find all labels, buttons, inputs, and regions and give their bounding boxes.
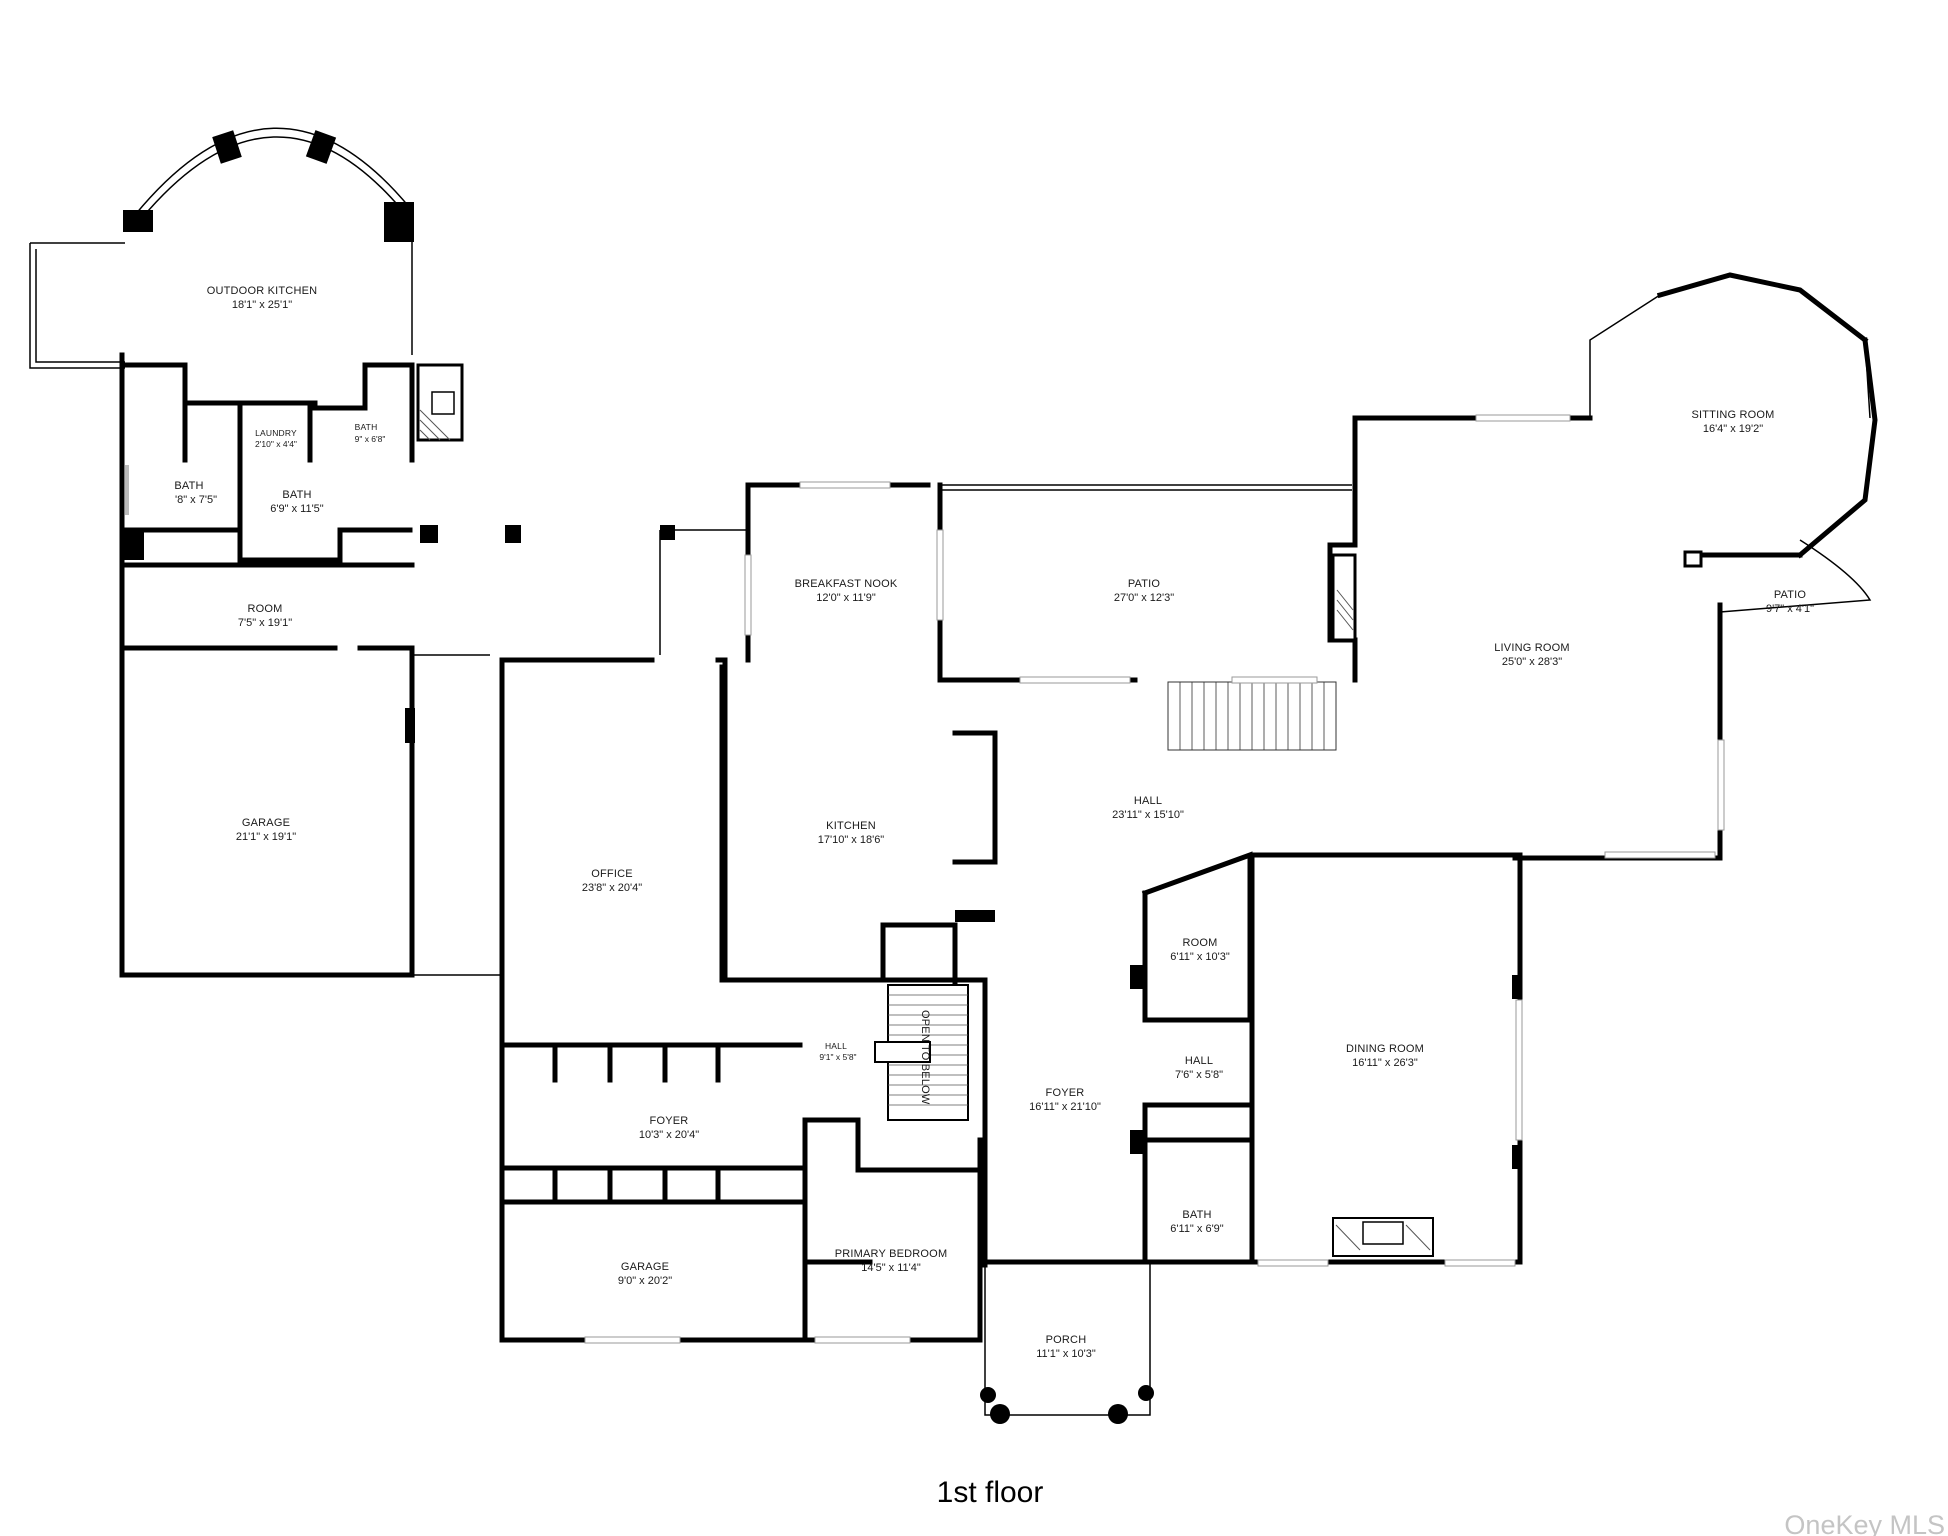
room-label-hall-main: HALL 23'11" x 15'10" [1112, 795, 1184, 821]
svg-text:17'10" x 18'6": 17'10" x 18'6" [818, 834, 885, 846]
room-label-office: OFFICE 23'8" x 20'4" [582, 868, 642, 894]
svg-text:OUTDOOR KITCHEN: OUTDOOR KITCHEN [207, 285, 318, 297]
left-wing-walls [119, 352, 521, 978]
room-label-hall-small: HALL 9'1" x 5'8" [819, 1041, 856, 1062]
room-label-foyer-main: FOYER 16'11" x 21'10" [1029, 1087, 1101, 1113]
svg-text:27'0" x 12'3": 27'0" x 12'3" [1114, 592, 1174, 604]
svg-text:FOYER: FOYER [650, 1115, 689, 1127]
room-label-bath-bottom: BATH 6'11" x 6'9" [1170, 1209, 1223, 1235]
room-label-garage-left: GARAGE 21'1" x 19'1" [236, 817, 296, 843]
room-label-kitchen: KITCHEN 17'10" x 18'6" [818, 820, 885, 846]
svg-text:16'4" x 19'2": 16'4" x 19'2" [1703, 423, 1763, 435]
room-label-room-top: ROOM 7'5" x 19'1" [238, 603, 292, 629]
room-label-patio-small: PATIO 9'7" x 4'1" [1766, 589, 1814, 615]
svg-text:9'1" x 5'8": 9'1" x 5'8" [819, 1052, 856, 1062]
svg-text:'8" x 7'5": '8" x 7'5" [175, 494, 217, 506]
svg-text:6'11" x 6'9": 6'11" x 6'9" [1170, 1223, 1223, 1235]
svg-text:HALL: HALL [1185, 1055, 1213, 1067]
svg-text:HALL: HALL [825, 1041, 847, 1051]
svg-text:BATH: BATH [174, 480, 203, 492]
svg-text:BATH: BATH [282, 489, 311, 501]
room-label-bath-top: BATH 9" x 6'8" [355, 422, 386, 444]
svg-text:ROOM: ROOM [1182, 937, 1217, 949]
svg-text:23'8" x 20'4": 23'8" x 20'4" [582, 882, 642, 894]
windows [584, 414, 1725, 1344]
room-label-hall-mid: HALL 7'6" x 5'8" [1175, 1055, 1223, 1081]
room-label-sitting-room: SITTING ROOM 16'4" x 19'2" [1691, 409, 1774, 435]
svg-text:7'5" x 19'1": 7'5" x 19'1" [238, 617, 292, 629]
svg-text:SITTING ROOM: SITTING ROOM [1691, 409, 1774, 421]
svg-text:23'11" x 15'10": 23'11" x 15'10" [1112, 809, 1184, 821]
room-label-bath-left: BATH '8" x 7'5" [174, 480, 217, 506]
svg-text:11'1" x 10'3": 11'1" x 10'3" [1036, 1348, 1096, 1360]
room-label-breakfast-nook: BREAKFAST NOOK 12'0" x 11'9" [795, 578, 898, 604]
room-label-garage-bottom: GARAGE 9'0" x 20'2" [618, 1261, 672, 1287]
svg-text:LIVING ROOM: LIVING ROOM [1494, 642, 1570, 654]
svg-text:25'0" x 28'3": 25'0" x 28'3" [1502, 656, 1562, 668]
stair-label: OPEN TO BELOW [919, 1010, 931, 1105]
svg-text:9" x 6'8": 9" x 6'8" [355, 434, 386, 444]
svg-text:DINING ROOM: DINING ROOM [1346, 1043, 1424, 1055]
room-label-primary-bedroom: PRIMARY BEDROOM 14'5" x 11'4" [835, 1248, 948, 1274]
svg-text:KITCHEN: KITCHEN [826, 820, 876, 832]
svg-text:9'0" x 20'2": 9'0" x 20'2" [618, 1275, 672, 1287]
fireplace-patio [1331, 553, 1357, 642]
svg-text:HALL: HALL [1134, 795, 1162, 807]
svg-text:GARAGE: GARAGE [621, 1261, 669, 1273]
room-label-porch: PORCH 11'1" x 10'3" [1036, 1334, 1096, 1360]
room-label-laundry: LAUNDRY 2'10" x 4'4" [255, 428, 297, 449]
svg-text:PATIO: PATIO [1128, 578, 1161, 590]
svg-text:18'1" x 25'1": 18'1" x 25'1" [232, 299, 292, 311]
floor-title: 1st floor [937, 1476, 1044, 1509]
outdoor-kitchen-structure [29, 127, 414, 369]
svg-text:OFFICE: OFFICE [591, 868, 633, 880]
svg-text:10'3" x 20'4": 10'3" x 20'4" [639, 1129, 699, 1141]
room-label-dining-room: DINING ROOM 16'11" x 26'3" [1346, 1043, 1424, 1069]
svg-text:7'6" x 5'8": 7'6" x 5'8" [1175, 1069, 1223, 1081]
svg-text:BATH: BATH [355, 422, 378, 432]
svg-text:LAUNDRY: LAUNDRY [255, 428, 297, 438]
svg-text:2'10" x 4'4": 2'10" x 4'4" [255, 439, 297, 449]
svg-text:PATIO: PATIO [1774, 589, 1807, 601]
svg-text:9'7" x 4'1": 9'7" x 4'1" [1766, 603, 1814, 615]
svg-text:12'0" x 11'9": 12'0" x 11'9" [816, 592, 876, 604]
svg-text:BREAKFAST NOOK: BREAKFAST NOOK [795, 578, 898, 590]
porch-structure [980, 1262, 1154, 1424]
room-label-foyer-left: FOYER 10'3" x 20'4" [639, 1115, 699, 1141]
fireplace-dining [1332, 1217, 1434, 1257]
svg-text:PORCH: PORCH [1046, 1334, 1087, 1346]
svg-text:14'5" x 11'4": 14'5" x 11'4" [861, 1262, 921, 1274]
svg-text:ROOM: ROOM [247, 603, 282, 615]
room-label-living-room: LIVING ROOM 25'0" x 28'3" [1494, 642, 1570, 668]
room-label-outdoor-kitchen: OUTDOOR KITCHEN 18'1" x 25'1" [207, 285, 318, 311]
watermark: OneKey MLS [1784, 1510, 1945, 1536]
central-walls [499, 272, 1878, 1343]
fireplace-outdoor [416, 363, 464, 442]
svg-text:6'9" x 11'5": 6'9" x 11'5" [270, 503, 323, 515]
room-label-room-small: ROOM 6'11" x 10'3" [1170, 937, 1230, 963]
room-label-patio-main: PATIO 27'0" x 12'3" [1114, 578, 1174, 604]
svg-text:GARAGE: GARAGE [242, 817, 290, 829]
svg-text:21'1" x 19'1": 21'1" x 19'1" [236, 831, 296, 843]
stairwell [874, 984, 969, 1121]
patio-steps [1167, 681, 1337, 751]
svg-text:16'11" x 21'10": 16'11" x 21'10" [1029, 1101, 1101, 1113]
svg-text:6'11" x 10'3": 6'11" x 10'3" [1170, 951, 1230, 963]
svg-text:FOYER: FOYER [1046, 1087, 1085, 1099]
room-label-bath-mid: BATH 6'9" x 11'5" [270, 489, 323, 515]
svg-text:BATH: BATH [1182, 1209, 1211, 1221]
svg-text:16'11" x 26'3": 16'11" x 26'3" [1352, 1057, 1418, 1069]
svg-text:PRIMARY BEDROOM: PRIMARY BEDROOM [835, 1248, 948, 1260]
